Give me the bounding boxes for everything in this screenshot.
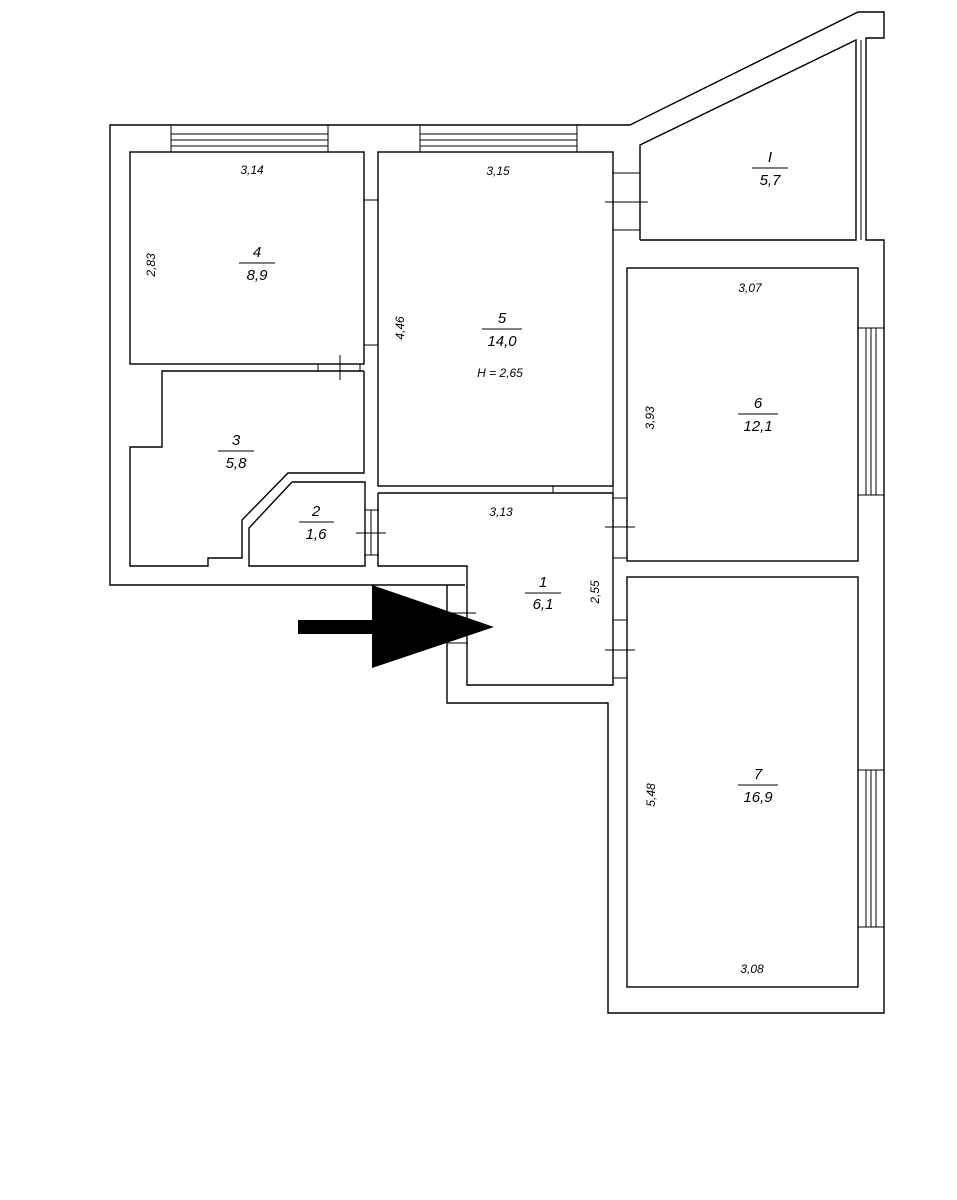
room-6-number: 6 (754, 395, 763, 412)
room-4-dim-width: 3,14 (240, 163, 264, 177)
room-4-area: 8,9 (247, 267, 269, 284)
room-1-dim-width: 3,13 (489, 505, 513, 519)
room-3-number: 3 (232, 432, 241, 449)
room-5-area: 14,0 (487, 333, 517, 350)
room-7-area: 16,9 (743, 789, 773, 806)
door-room-5-hall (552, 486, 614, 493)
room-balcony-number: I (768, 149, 772, 166)
room-1-dim-depth: 2,55 (588, 580, 602, 605)
door-room-4 (317, 355, 361, 380)
room-5-number: 5 (498, 310, 507, 327)
room-1-area: 6,1 (533, 596, 554, 613)
room-balcony-area: 5,7 (760, 172, 782, 189)
room-6-dim-width: 3,07 (738, 281, 763, 295)
window-room-5 (419, 125, 578, 152)
room-balcony (639, 38, 862, 241)
room-4-dim-depth: 2,83 (144, 253, 158, 278)
exterior-walls (109, 11, 885, 1014)
room-4 (129, 125, 365, 380)
door-room-1-room-6 (605, 497, 635, 559)
room-1 (377, 492, 635, 686)
room-3 (129, 370, 365, 567)
room-6-dim-depth: 3,93 (643, 406, 657, 430)
room-5-dim-depth: 4,46 (393, 316, 407, 340)
entrance-arrow (298, 585, 494, 668)
room-4-number: 4 (253, 244, 261, 261)
door-room-2 (356, 509, 386, 556)
room-6-area: 12,1 (743, 418, 772, 435)
window-room-6 (858, 327, 884, 496)
room-3-area: 5,8 (226, 455, 248, 472)
room-1-number: 1 (539, 574, 547, 591)
door-room-5-balcony (605, 172, 648, 231)
door-room-1-room-7 (605, 619, 635, 679)
window-room-7 (858, 769, 884, 928)
room-5-height: H = 2,65 (477, 366, 523, 380)
room-7-number: 7 (754, 766, 763, 783)
room-2 (248, 481, 386, 567)
room-7-dim-width: 3,08 (740, 962, 764, 976)
opening-room-5-to-room-4 (364, 199, 378, 346)
room-2-area: 1,6 (306, 526, 328, 543)
room-7 (626, 576, 884, 988)
room-5-dim-width: 3,15 (486, 164, 510, 178)
room-7-dim-depth: 5,48 (644, 783, 658, 807)
room-6 (626, 267, 884, 562)
window-room-4 (170, 125, 329, 152)
room-2-number: 2 (311, 503, 321, 520)
room-5 (364, 125, 648, 493)
